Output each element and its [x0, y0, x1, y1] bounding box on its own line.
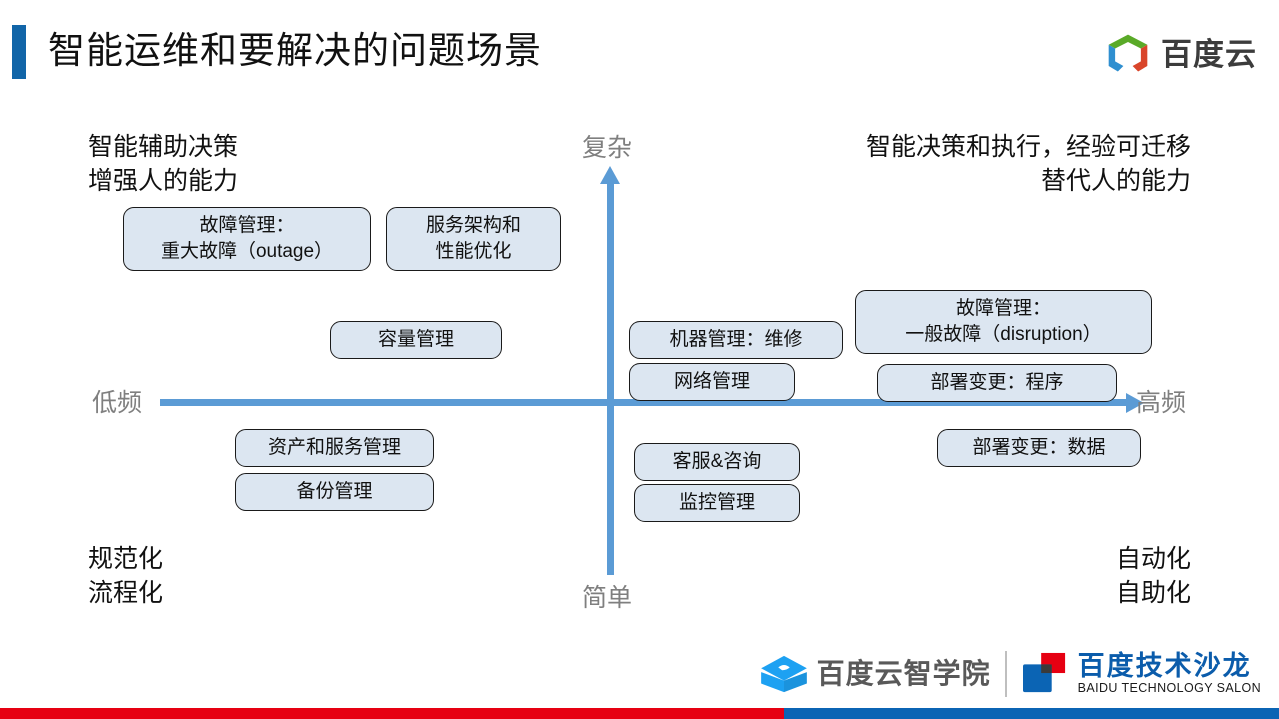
baidu-cloud-academy-logo: 百度云智学院: [760, 654, 991, 694]
baidu-cloud-cube-icon: [1108, 34, 1148, 72]
axis-label-simple: 简单: [582, 584, 633, 612]
footer-logos: 百度云智学院 百度技术沙龙 BAIDU TECHNOLOGY SALON: [760, 651, 1261, 697]
graduation-cap-icon: [760, 655, 807, 693]
item-box[interactable]: 故障管理： 一般故障（disruption）: [855, 290, 1152, 354]
baidu-cloud-logo: 百度云: [1105, 31, 1257, 77]
quadrant-label-top-left: 智能辅助决策 增强人的能力: [88, 133, 239, 195]
item-box[interactable]: 网络管理: [629, 363, 795, 401]
quadrant-label-bottom-left: 规范化 流程化: [88, 545, 164, 607]
salon-subwordmark: BAIDU TECHNOLOGY SALON: [1077, 681, 1261, 696]
item-box[interactable]: 客服&咨询: [634, 443, 800, 481]
quadrant-label-bottom-right: 自动化 自助化: [1115, 545, 1191, 607]
salon-text-column: 百度技术沙龙 BAIDU TECHNOLOGY SALON: [1078, 653, 1261, 695]
bottom-bar-blue-segment: [784, 708, 1279, 719]
item-box[interactable]: 监控管理: [634, 484, 800, 522]
item-box[interactable]: 机器管理：维修: [629, 321, 843, 359]
title-accent-bar: [12, 25, 26, 79]
baidu-salon-squares-icon: [1022, 652, 1065, 693]
baidu-cloud-wordmark: 百度云: [1161, 36, 1257, 72]
axis-arrow-right-icon: [1126, 393, 1144, 413]
axis-label-high-frequency: 高频: [1136, 389, 1187, 417]
page-title: 智能运维和要解决的问题场景: [48, 30, 542, 71]
item-box[interactable]: 备份管理: [235, 473, 434, 511]
axis-label-low-frequency: 低频: [92, 389, 143, 417]
vertical-axis-line: [607, 182, 614, 575]
item-box[interactable]: 资产和服务管理: [235, 429, 434, 467]
item-box[interactable]: 故障管理： 重大故障（outage）: [123, 207, 371, 271]
horizontal-axis-line: [160, 399, 1130, 406]
academy-wordmark: 百度云智学院: [816, 658, 991, 689]
salon-wordmark: 百度技术沙龙: [1077, 651, 1252, 682]
quadrant-label-top-right: 智能决策和执行，经验可迁移 替代人的能力: [865, 133, 1191, 195]
item-box[interactable]: 容量管理: [330, 321, 502, 359]
axis-arrow-up-icon: [600, 166, 620, 184]
baidu-technology-salon-logo: 百度技术沙龙 BAIDU TECHNOLOGY SALON: [1021, 652, 1261, 696]
item-box[interactable]: 部署变更：程序: [877, 364, 1117, 402]
bottom-accent-bar: [0, 708, 1279, 719]
item-box[interactable]: 服务架构和 性能优化: [386, 207, 561, 271]
footer-logo-divider: [1004, 651, 1007, 697]
item-box[interactable]: 部署变更：数据: [937, 429, 1141, 467]
axis-label-complex: 复杂: [582, 134, 633, 162]
bottom-bar-red-segment: [0, 708, 785, 719]
